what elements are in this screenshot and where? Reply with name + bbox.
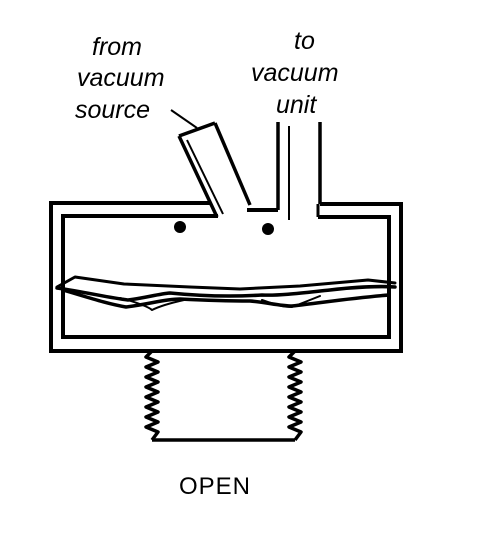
valve-housing [49,201,403,353]
housing-inner-wall [61,214,391,339]
diaphragm-upper-edge [55,275,397,291]
source-leader-line [170,109,198,129]
inlet-tube [177,121,252,218]
thread-left [144,349,160,442]
outlet-tube [276,122,322,220]
to-unit-label-line-3: unit [276,91,317,119]
to-unit-label-line-1: to [294,27,315,55]
housing-outer-wall [49,201,403,353]
diaphragm-plate-bottom [61,288,391,309]
from-source-label-line-1: from [92,33,142,61]
valve-seats [174,221,274,235]
valve-state-caption: OPEN [179,473,252,500]
inlet-tube-right-wall [213,122,252,206]
thread-right [287,349,303,442]
inlet-tube-left-wall [177,135,219,218]
diaphragm [55,275,397,311]
valve-seat-left [174,221,186,233]
inlet-tube-rim [178,121,216,138]
from-source-label-line-3: source [75,96,151,124]
valve-seat-right [262,223,274,235]
inlet-tube-inner-wall [186,139,224,215]
to-unit-label-line-2: vacuum [251,59,339,87]
diaphragm-lower-edge [119,295,321,311]
from-source-label-line-2: vacuum [77,64,165,92]
threaded-fitting [144,349,303,442]
